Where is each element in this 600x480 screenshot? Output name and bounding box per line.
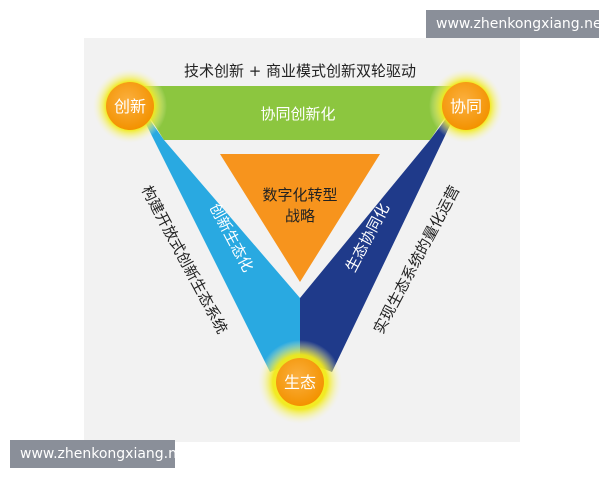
center-triangle <box>220 154 380 282</box>
node-collaboration: 协同 <box>429 69 503 143</box>
top-caption: 技术创新 + 商业模式创新双轮驱动 <box>184 62 416 80</box>
watermark-top: www.zhenkongxiang.net <box>426 10 600 38</box>
node-collaboration-label: 协同 <box>450 97 482 116</box>
node-ecosystem: 生态 <box>258 340 342 424</box>
center-label-line1: 数字化转型 <box>262 186 337 204</box>
node-ecosystem-label: 生态 <box>284 373 316 392</box>
node-innovation: 创新 <box>93 69 167 143</box>
band-top-green <box>130 86 466 140</box>
center-label-line2: 战略 <box>285 207 315 225</box>
band-top-label: 协同创新化 <box>260 105 335 123</box>
watermark-bottom: www.zhenkongxiang.net <box>10 440 191 468</box>
band-left-blue <box>130 92 300 372</box>
node-innovation-label: 创新 <box>114 97 146 116</box>
band-right-navy <box>300 92 466 372</box>
